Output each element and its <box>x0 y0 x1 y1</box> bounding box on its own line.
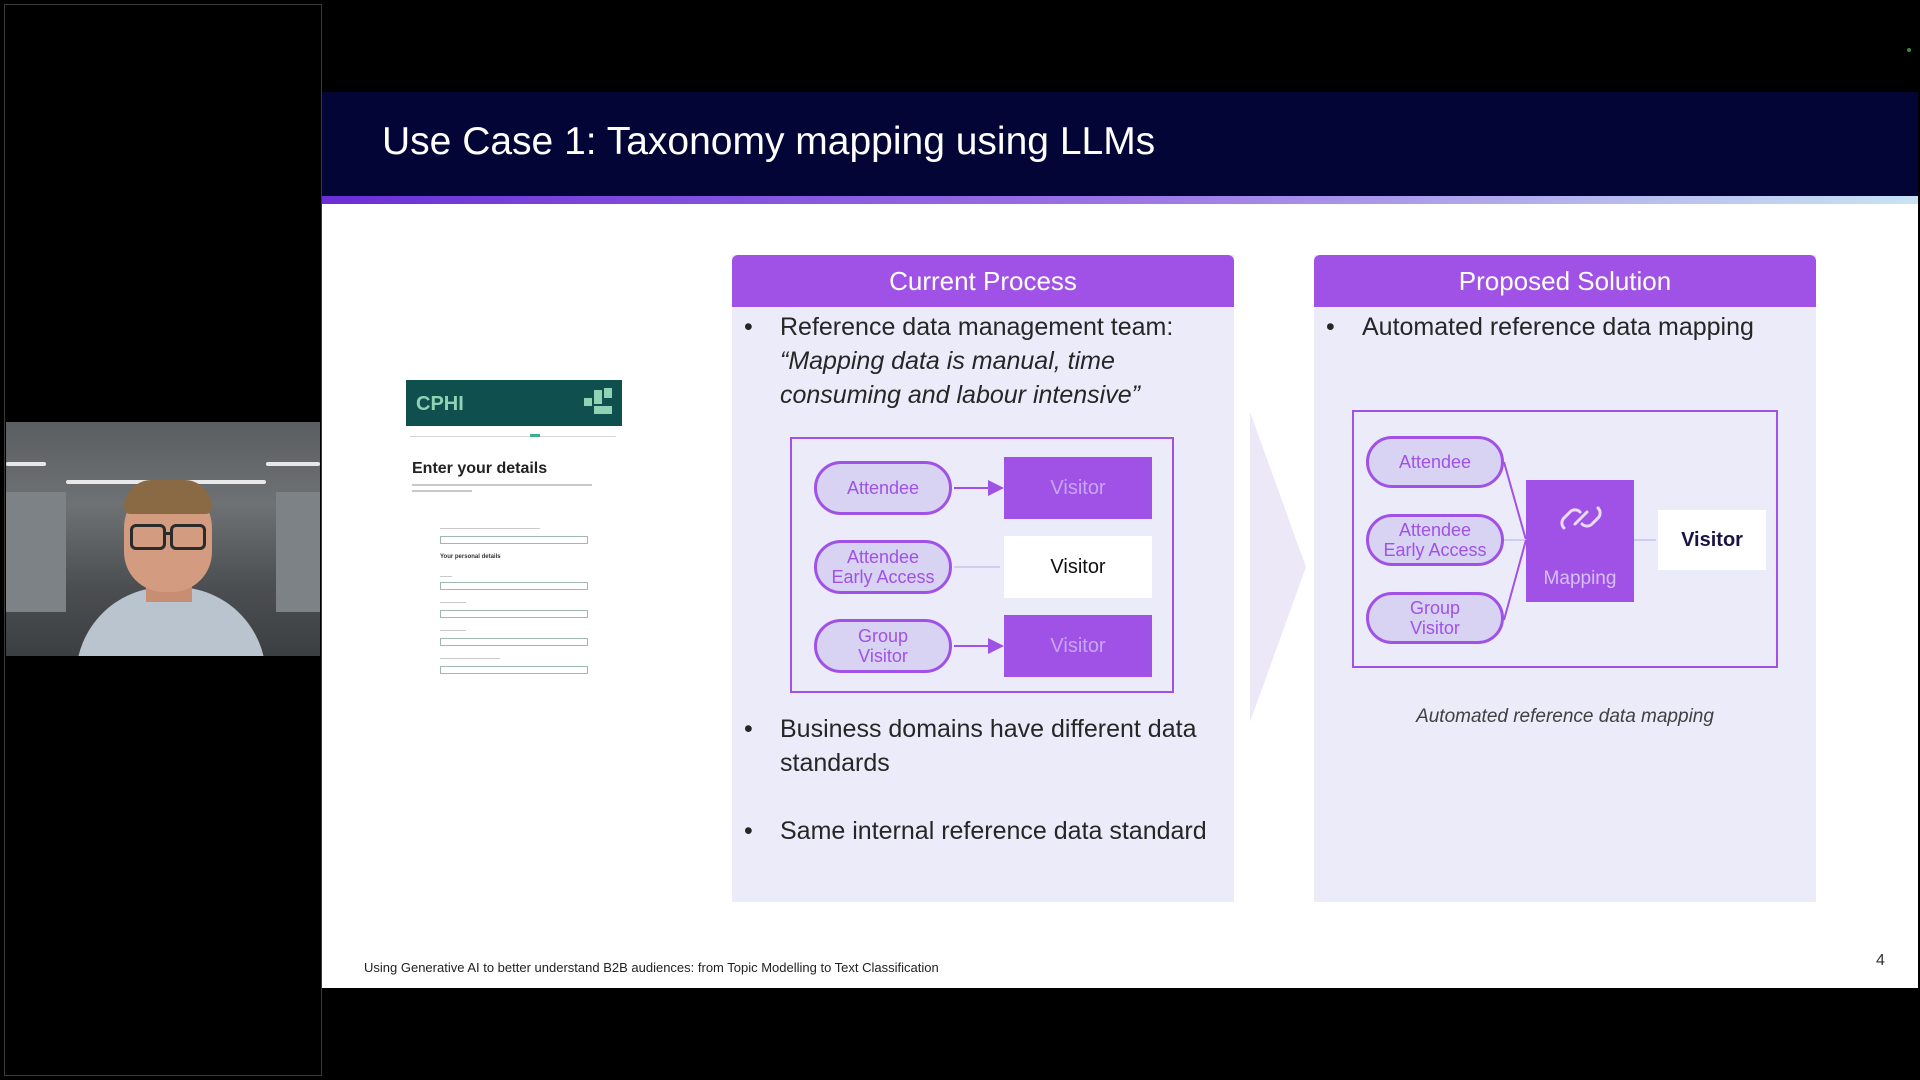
current-bullet-1-quote: “Mapping data is manual, time consuming … <box>780 347 1140 409</box>
form-field-label <box>440 658 500 659</box>
form-input <box>440 666 588 674</box>
speaker-webcam-feed[interactable] <box>6 422 320 656</box>
cphi-banner: CPHI <box>406 380 622 426</box>
current-bullet-2: •Business domains have different data st… <box>744 715 1197 777</box>
source-pill-attendee: Attendee <box>1366 436 1504 488</box>
cphi-logo: CPHI <box>416 393 464 415</box>
proposed-diagram-caption: Automated reference data mapping <box>1416 706 1714 727</box>
form-field-label <box>440 630 466 631</box>
form-intro-line <box>412 484 592 486</box>
current-process-header: Current Process <box>732 255 1234 307</box>
form-progress-track <box>410 436 616 437</box>
proposed-mapping-diagram: Attendee Attendee Early Access Group Vis… <box>1352 410 1778 668</box>
current-connectors <box>954 480 1004 654</box>
form-input <box>440 582 588 590</box>
proposed-solution-header: Proposed Solution <box>1314 255 1816 307</box>
target-box-visitor: Visitor <box>1004 457 1152 519</box>
slide-title: Use Case 1: Taxonomy mapping using LLMs <box>382 120 1156 163</box>
cphi-graphic-icon <box>584 388 614 418</box>
source-pill-group-visitor: Group Visitor <box>1366 592 1504 644</box>
current-bullet-3: •Same internal reference data standard <box>744 817 1207 845</box>
header-gradient-rule <box>322 196 1918 204</box>
registration-form-screenshot: CPHI Enter your details Your personal de… <box>406 380 624 690</box>
form-field-label <box>440 576 452 577</box>
source-pill-group-visitor: Group Visitor <box>814 619 952 673</box>
source-pill-attendee-early-access: Attendee Early Access <box>1366 514 1504 566</box>
slide-footer: Using Generative AI to better understand… <box>364 960 939 975</box>
target-box-visitor: Visitor <box>1004 615 1152 677</box>
target-box-visitor: Visitor <box>1004 536 1152 598</box>
form-subheading: Your personal details <box>440 554 501 560</box>
mapping-box: Mapping <box>1526 480 1634 602</box>
form-input <box>440 610 588 618</box>
proposed-bullet-1: •Automated reference data mapping <box>1326 313 1754 341</box>
form-field-label <box>440 602 466 603</box>
connector-line <box>1503 539 1527 621</box>
proposed-connectors <box>1503 461 1656 621</box>
slide-header-bar <box>322 92 1918 196</box>
source-pill-attendee: Attendee <box>814 461 952 515</box>
form-progress-marker <box>530 434 540 437</box>
form-heading: Enter your details <box>412 460 548 477</box>
presentation-slide: Use Case 1: Taxonomy mapping using LLMs … <box>322 92 1918 988</box>
link-icon <box>1560 506 1602 530</box>
current-mapping-diagram: Attendee Visitor Attendee Early Access V… <box>790 437 1174 693</box>
source-pill-attendee-early-access: Attendee Early Access <box>814 540 952 594</box>
form-input <box>440 536 588 544</box>
target-box-visitor: Visitor <box>1658 510 1766 570</box>
current-bullet-1-lead: Reference data management team: <box>780 313 1174 341</box>
slide-page-number: 4 <box>1876 952 1885 969</box>
mapping-label: Mapping <box>1543 568 1617 589</box>
status-indicator <box>1907 48 1911 52</box>
chevron-arrow-icon <box>1250 412 1306 722</box>
current-bullet-1: • Reference data management team: “Mappi… <box>744 313 1174 409</box>
connector-line <box>1503 461 1527 541</box>
form-input <box>440 638 588 646</box>
form-field-label <box>440 528 540 529</box>
form-intro-line <box>412 490 472 492</box>
